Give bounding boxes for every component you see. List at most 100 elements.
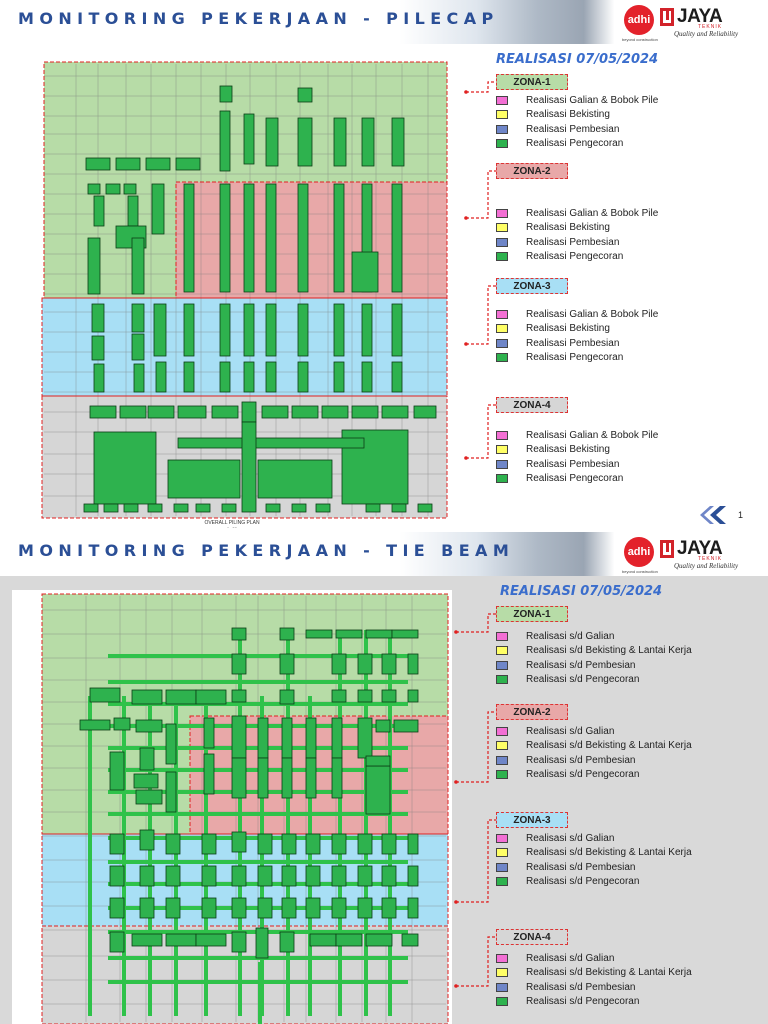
- pile-cap: [281, 833, 297, 855]
- zone-label-4: ZONA-4: [496, 397, 568, 413]
- pile-cap: [109, 865, 125, 887]
- tie-beam: [238, 696, 242, 1016]
- legend-swatch: [496, 223, 508, 233]
- jaya-logo-text: JAYA: [677, 6, 723, 27]
- tie-beam: [108, 860, 408, 864]
- pile-cap: [381, 653, 397, 675]
- jaya-tagline: Quality and Reliability: [674, 562, 739, 570]
- pile-cap: [109, 931, 125, 953]
- legend-label: Realisasi Galian & Bobok Pile: [526, 208, 659, 219]
- pilecap: [175, 157, 201, 171]
- pilecap: [361, 361, 373, 393]
- pilecap: [123, 183, 137, 195]
- pilecap: [219, 361, 231, 393]
- next-slide-chevron-icon[interactable]: [696, 504, 732, 526]
- zone-label-4: ZONA-4: [496, 929, 568, 945]
- pilecap: [361, 117, 375, 167]
- legend-swatch: [496, 209, 508, 218]
- pile-cap: [331, 833, 347, 855]
- pile-cap: [281, 897, 297, 919]
- tie-beam: [108, 702, 408, 706]
- pile-cap: [139, 829, 155, 851]
- pile-cap: [231, 931, 247, 953]
- pile-cap: [407, 897, 419, 919]
- plan-caption: OVERALL PILING PLAN: [204, 520, 260, 526]
- tie-beam: [108, 654, 408, 658]
- pile-cap: [135, 789, 163, 805]
- pile-cap: [79, 719, 111, 731]
- legend-label: Realisasi Bekisting: [526, 109, 610, 121]
- legend-label: Realisasi Galian & Bobok Pile: [526, 430, 659, 441]
- pile-cap: [165, 933, 197, 947]
- pilecap: [391, 183, 403, 293]
- legend-label: Realisasi s/d Pembesian: [526, 754, 636, 766]
- pile-cap: [357, 653, 373, 675]
- zone-connector-line: [466, 170, 496, 219]
- pilecap: [265, 503, 281, 513]
- pilecap: [333, 183, 345, 293]
- legend-swatch: [496, 110, 508, 120]
- jaya-logo-text: JAYA: [677, 538, 723, 559]
- zone-border: [41, 297, 448, 397]
- logo-group: adhi beyond construction JAYA TEKNIK Qua…: [620, 0, 768, 44]
- legend-swatch: [496, 755, 508, 765]
- pilecap: [265, 303, 277, 357]
- pilecap: [297, 361, 309, 393]
- pilecap: [243, 361, 255, 393]
- tie-beam-plan-drawing: [41, 593, 449, 1024]
- pile-cap: [279, 931, 295, 953]
- pile-cap: [305, 717, 317, 759]
- pile-cap: [279, 653, 295, 675]
- legend-label: Realisasi s/d Bekisting & Lantai Kerja: [526, 847, 692, 859]
- zone-connector-line: [466, 81, 496, 93]
- pilecap: [297, 87, 313, 103]
- slide-banner: MONITORING PEKERJAAN - TIE BEAM adhi bey…: [0, 532, 768, 576]
- legend-swatch: [496, 338, 508, 348]
- legend-label: Realisasi Bekisting: [526, 323, 610, 335]
- tie-beam: [148, 696, 152, 1016]
- legend-label: Realisasi Pengecoran: [526, 250, 624, 262]
- pilecap: [195, 503, 211, 513]
- pile-cap: [231, 627, 247, 641]
- pile-cap: [357, 689, 373, 703]
- legend-label: Realisasi Pembesian: [526, 123, 620, 135]
- pilecap: [391, 503, 407, 513]
- pilecap: [219, 110, 231, 172]
- zone-label-3: ZONA-3: [496, 812, 568, 828]
- pilecap: [297, 303, 309, 357]
- tie-beam: [388, 696, 392, 1016]
- pile-cap: [109, 897, 125, 919]
- pile-cap: [139, 865, 155, 887]
- zone-border: [41, 395, 448, 519]
- pilecap: [417, 503, 433, 513]
- legend-swatch: [496, 982, 508, 992]
- legend-swatch: [496, 727, 508, 736]
- pile-cap: [331, 897, 347, 919]
- legend-label: Realisasi Galian & Bobok Pile: [526, 309, 659, 320]
- legend-swatch: [496, 646, 508, 656]
- legend-label: Realisasi s/d Pengecoran: [526, 768, 640, 780]
- legend-label: Realisasi s/d Pengecoran: [526, 875, 640, 887]
- legend-swatch: [496, 310, 508, 319]
- legend-swatch: [496, 251, 508, 261]
- pilecap: [391, 361, 403, 393]
- pile-cap: [335, 933, 363, 947]
- legend-swatch: [496, 445, 508, 455]
- logo-group: adhi beyond construction JAYA TEKNIK Qua…: [620, 532, 768, 576]
- pile-cap: [305, 629, 333, 639]
- realisasi-date: REALISASI 07/05/2024: [496, 52, 659, 67]
- pilecap: [381, 405, 409, 419]
- pilecap: [391, 117, 405, 167]
- legend-label: Realisasi Galian & Bobok Pile: [526, 95, 659, 106]
- pile-cap: [89, 687, 121, 703]
- pile-cap: [305, 897, 321, 919]
- tie-beam: [174, 696, 178, 1016]
- tie-beam: [286, 696, 290, 1016]
- connector-dot: [454, 900, 458, 904]
- pilecap: [93, 431, 157, 505]
- legend-label: Realisasi s/d Pembesian: [526, 861, 636, 873]
- jaya-tagline: Quality and Reliability: [674, 30, 739, 38]
- zone-border: [175, 181, 448, 299]
- pile-cap: [391, 629, 419, 639]
- pilecap: [291, 405, 319, 419]
